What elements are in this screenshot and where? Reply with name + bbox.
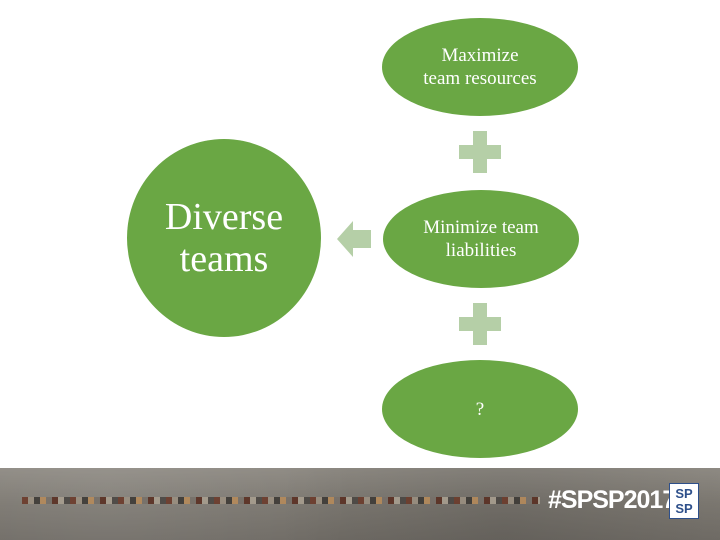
unknown-node: ? xyxy=(382,360,578,458)
arrow-left-icon xyxy=(337,221,371,257)
logo-top-text: SP xyxy=(675,486,693,501)
logo-bottom-text: SP xyxy=(675,501,693,516)
conference-hashtag: #SPSP2017 xyxy=(548,486,676,514)
plus-icon xyxy=(459,303,501,345)
footer-stripe xyxy=(22,497,540,504)
footer-band xyxy=(0,468,720,540)
spsp-logo: SP SP xyxy=(669,483,699,519)
plus-icon xyxy=(459,131,501,173)
minimize-liabilities-node: Minimize team liabilities xyxy=(383,190,579,288)
maximize-resources-node: Maximize team resources xyxy=(382,18,578,116)
diverse-teams-node: Diverse teams xyxy=(127,139,321,337)
